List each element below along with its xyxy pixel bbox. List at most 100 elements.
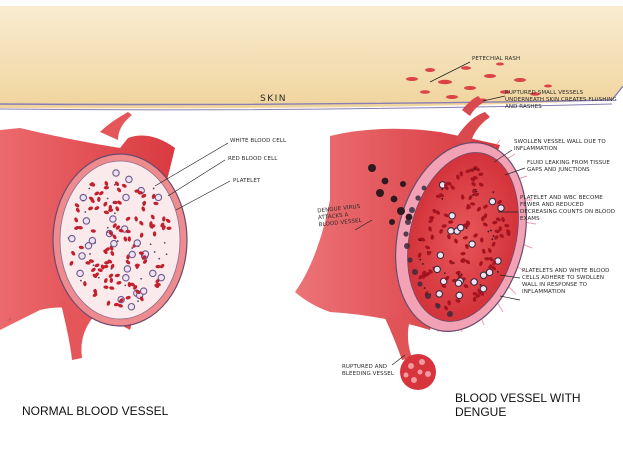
red-blood-cell xyxy=(425,272,431,276)
platelet xyxy=(88,187,91,190)
platelet xyxy=(421,262,424,265)
red-blood-cell xyxy=(495,217,501,222)
red-blood-cell xyxy=(88,206,94,211)
swollen-vessel-wall-label: Swollen vessel wall due to inflammation xyxy=(514,139,606,152)
dengue-blood-cells xyxy=(417,165,511,311)
red-blood-cell xyxy=(494,229,500,234)
red-blood-cell xyxy=(127,236,131,242)
dengue-caption-line1: BLOOD VESSEL WITH xyxy=(455,391,581,405)
red-blood-cell xyxy=(117,200,122,205)
platelet xyxy=(92,264,95,267)
platelet xyxy=(113,183,116,186)
red-blood-cell xyxy=(465,259,471,265)
white-blood-cell xyxy=(110,239,118,248)
red-blood-cell xyxy=(454,238,458,244)
red-blood-cell xyxy=(74,226,80,230)
red-blood-cell xyxy=(491,266,497,271)
red-blood-cell xyxy=(472,175,478,180)
white-blood-cell xyxy=(488,197,497,206)
red-blood-cell xyxy=(439,193,444,198)
red-blood-cell xyxy=(417,252,422,258)
platelet xyxy=(475,190,478,193)
normal-vessel-top-branch xyxy=(100,112,132,140)
red-blood-cell xyxy=(420,237,426,242)
white-blood-cell xyxy=(109,215,117,223)
red-blood-cell xyxy=(491,241,496,247)
red-blood-cell xyxy=(166,226,172,230)
red-blood-cell xyxy=(447,234,451,240)
red-blood-cell xyxy=(455,270,461,275)
platelet xyxy=(423,287,426,290)
dengue-pointer-lines xyxy=(354,61,526,366)
red-blood-cell xyxy=(116,281,122,285)
white-blood-cell xyxy=(485,268,494,277)
red-blood-cell xyxy=(99,191,104,196)
red-blood-cell xyxy=(121,183,127,188)
platelet xyxy=(158,257,161,260)
red-blood-cell xyxy=(441,283,447,288)
petechial-rash xyxy=(406,62,552,102)
red-blood-cell xyxy=(422,273,426,279)
red-blood-cell xyxy=(139,220,144,226)
red-blood-cell xyxy=(108,273,114,278)
red-blood-cell xyxy=(479,261,483,267)
red-blood-cell xyxy=(473,233,478,238)
platelet xyxy=(94,241,97,244)
red-blood-cell xyxy=(494,235,499,240)
red-blood-cell xyxy=(108,204,113,211)
red-blood-cell xyxy=(460,194,465,200)
red-blood-cell xyxy=(139,232,144,238)
red-blood-cell xyxy=(109,277,114,283)
red-blood-cell xyxy=(100,264,105,270)
red-blood-cell xyxy=(425,245,431,250)
red-blood-cell xyxy=(492,260,497,266)
red-blood-cell xyxy=(113,302,120,307)
red-blood-cell xyxy=(460,251,466,256)
red-blood-cell-label: Red blood cell xyxy=(228,156,278,162)
skin-layer xyxy=(0,6,623,109)
white-blood-cell xyxy=(468,240,476,248)
red-blood-cell xyxy=(112,234,117,240)
red-blood-cell xyxy=(155,264,161,269)
red-blood-cell xyxy=(88,259,95,263)
red-blood-cell xyxy=(78,245,84,250)
white-blood-cell xyxy=(448,212,456,220)
platelet xyxy=(140,277,143,280)
normal-pointer-lines xyxy=(154,142,231,211)
red-blood-cell xyxy=(74,203,80,208)
red-blood-cell xyxy=(489,257,494,262)
white-blood-cell xyxy=(84,242,93,250)
red-blood-cell xyxy=(506,231,511,237)
red-blood-cell xyxy=(430,234,434,240)
red-blood-cell xyxy=(153,201,159,206)
red-blood-cell xyxy=(462,236,468,240)
red-blood-cell xyxy=(465,169,471,174)
red-blood-cell xyxy=(88,196,94,201)
red-blood-cell xyxy=(471,181,476,187)
red-blood-cell xyxy=(444,182,448,188)
red-blood-cell xyxy=(83,281,87,287)
artist-signature: ~ xyxy=(7,316,14,323)
red-blood-cell xyxy=(470,202,476,206)
red-blood-cell xyxy=(69,260,74,266)
red-blood-cell xyxy=(94,272,99,277)
red-blood-cell xyxy=(74,217,79,223)
red-blood-cell xyxy=(472,292,478,296)
dengue-virus-particles xyxy=(368,164,413,225)
white-blood-cell xyxy=(122,193,130,202)
platelet xyxy=(489,229,492,232)
red-blood-cell xyxy=(488,264,493,270)
red-blood-cell xyxy=(480,237,484,243)
red-blood-cell xyxy=(135,290,141,295)
dengue-vessel-branch-up xyxy=(455,112,490,145)
white-blood-cell xyxy=(123,265,132,273)
white-blood-cell xyxy=(433,265,441,274)
red-blood-cell xyxy=(497,199,502,205)
platelet xyxy=(116,240,119,242)
platelets-adhere-label: Platelets and white blood cells adhere t… xyxy=(522,268,610,295)
red-blood-cell xyxy=(466,220,471,226)
white-blood-cell xyxy=(133,239,142,247)
red-blood-cell xyxy=(103,201,108,207)
red-blood-cell xyxy=(483,213,488,219)
